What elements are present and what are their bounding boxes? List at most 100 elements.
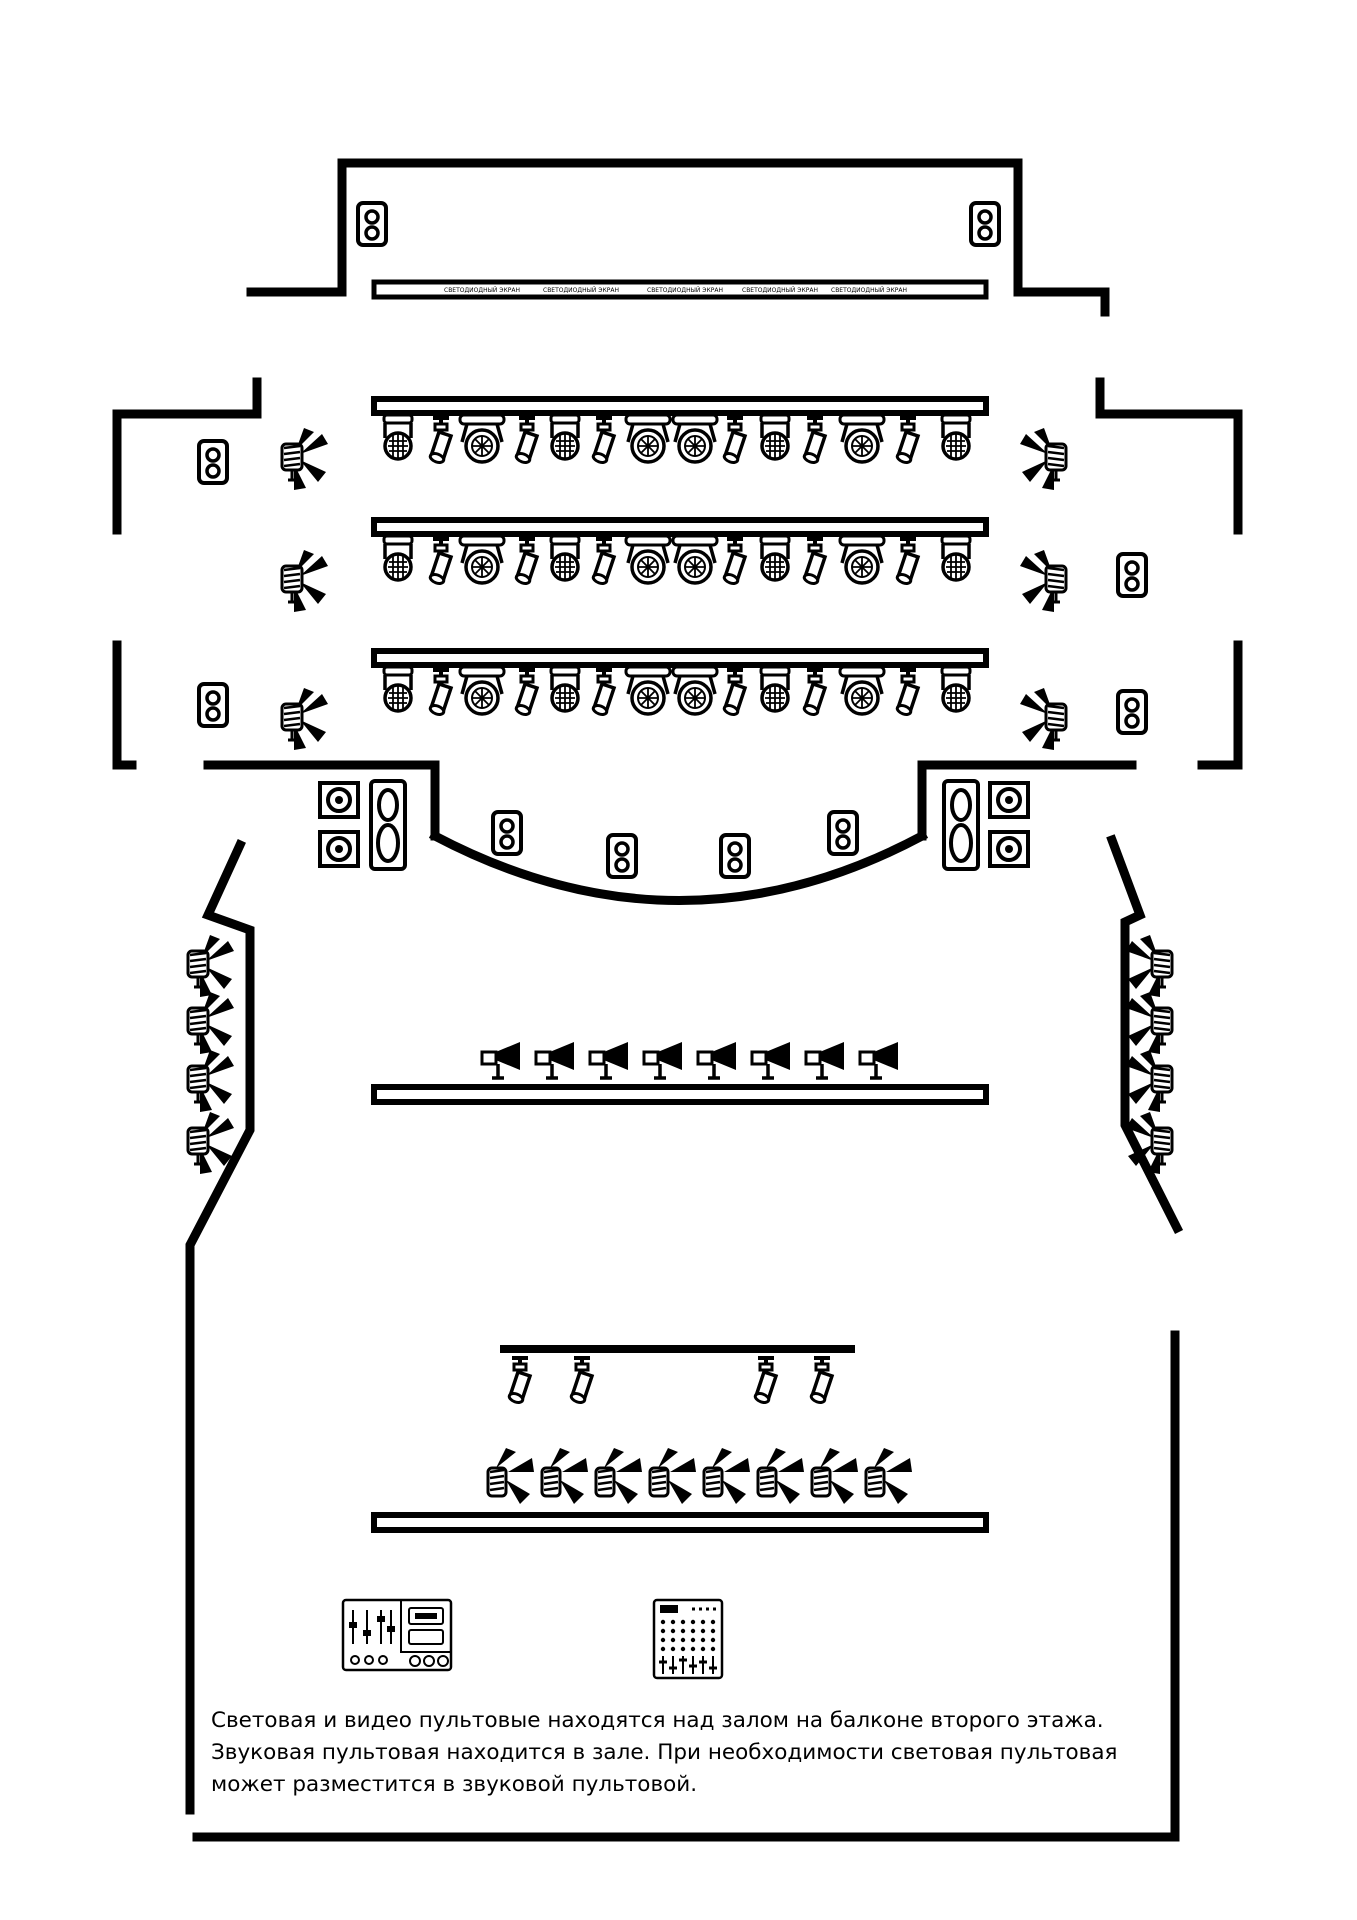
led-screen-label: СВЕТОДИОДНЫЙ ЭКРАН (444, 287, 520, 294)
note-line: Звуковая пультовая находится в зале. При… (211, 1740, 1118, 1765)
fresnel-light-icon (280, 548, 330, 614)
moving-head-icon (549, 534, 581, 582)
strobe-icon (534, 1040, 576, 1080)
profile-spot-icon (590, 537, 616, 588)
strobe-icon (642, 1040, 684, 1080)
profile-spot-icon (506, 1356, 532, 1407)
fresnel-light-icon (186, 933, 236, 999)
profile-spot-icon (427, 537, 453, 588)
column-speaker-icon (942, 779, 980, 871)
monitor-speaker-icon (988, 830, 1030, 868)
speaker-icon (719, 833, 751, 879)
profile-spot-icon (894, 668, 920, 719)
speaker-icon (1116, 689, 1148, 735)
strobe-icon (696, 1040, 738, 1080)
profile-spot-icon (513, 668, 539, 719)
lighting-pipe-2 (371, 517, 989, 537)
profile-spot-icon (513, 537, 539, 588)
hall-rear-right-wall (192, 1330, 1180, 1842)
note-line: может разместится в звуковой пультовой. (211, 1772, 698, 1797)
fresnel-light-icon (1018, 426, 1068, 492)
right-upper-wall (1095, 377, 1243, 535)
video-console-icon (341, 1598, 453, 1672)
strobe-icon (588, 1040, 630, 1080)
monitor-speaker-icon (318, 830, 360, 868)
moving-head-icon (759, 534, 791, 582)
led-par-icon (458, 534, 506, 585)
follow-spot-icon (594, 1446, 644, 1506)
hall-left-wall (185, 839, 255, 1815)
profile-spot-icon (721, 416, 747, 467)
fresnel-light-icon (1124, 1048, 1174, 1114)
pipe-bar (371, 1512, 989, 1533)
pipe-bar (371, 1084, 989, 1105)
led-screen-bar (371, 279, 989, 300)
speaker-icon (197, 439, 229, 485)
fresnel-light-icon (1018, 548, 1068, 614)
hall-profile-bar (500, 1345, 855, 1407)
profile-spot-icon (427, 668, 453, 719)
left-mid-wall (112, 640, 137, 770)
hall-right-wall (1106, 834, 1184, 1235)
strobe-icon (858, 1040, 900, 1080)
lighting-pipe-1 (371, 396, 989, 416)
lighting-pipe-3 (371, 648, 989, 668)
stage-back-wall (246, 158, 1110, 317)
moving-head-icon (549, 413, 581, 461)
fresnel-light-icon (186, 990, 236, 1056)
speaker-icon (197, 682, 229, 728)
strobe-icon (804, 1040, 846, 1080)
follow-spot-icon (648, 1446, 698, 1506)
right-mid-wall (1197, 640, 1243, 770)
led-par-icon (838, 534, 886, 585)
walls (112, 158, 1243, 1842)
led-par-icon (624, 534, 672, 585)
left-upper-wall (112, 377, 262, 535)
led-screen-label: СВЕТОДИОДНЫЙ ЭКРАН (543, 287, 619, 294)
pipe-fixtures (382, 413, 972, 719)
foh-fresnel-bar (371, 1446, 989, 1533)
follow-spot-icon (540, 1446, 590, 1506)
strobe-icon (480, 1040, 522, 1080)
led-par-icon (671, 534, 719, 585)
profile-spot-icon (801, 668, 827, 719)
profile-spot-icon (801, 416, 827, 467)
fresnel-light-icon (1124, 933, 1174, 999)
moving-head-icon (940, 665, 972, 713)
led-par-icon (624, 665, 672, 716)
profile-spot-icon (427, 416, 453, 467)
profile-spot-icon (801, 537, 827, 588)
proscenium-left-wall (203, 760, 440, 841)
led-par-icon (458, 665, 506, 716)
profile-spot-icon (894, 416, 920, 467)
forestage-edge (428, 829, 929, 905)
led-par-icon (458, 413, 506, 464)
pipe-bar (371, 396, 989, 416)
hall-strobe-bar (371, 1040, 989, 1105)
proscenium-right-wall (917, 760, 1137, 841)
profile-spot-icon (808, 1356, 834, 1407)
follow-spot-icon (486, 1446, 536, 1506)
speaker-icon (1116, 552, 1148, 598)
profile-spot-icon (590, 668, 616, 719)
follow-spot-icon (756, 1446, 806, 1506)
pipe-bar (500, 1345, 855, 1353)
moving-head-icon (382, 413, 414, 461)
profile-spot-icon (894, 537, 920, 588)
moving-head-icon (940, 413, 972, 461)
speaker-icon (356, 201, 388, 247)
profile-spot-icon (568, 1356, 594, 1407)
sound-mixer-icon (652, 1598, 724, 1680)
moving-head-icon (940, 534, 972, 582)
led-par-icon (671, 665, 719, 716)
profile-spot-icon (721, 668, 747, 719)
pipe-bar (371, 648, 989, 668)
profile-spot-icon (590, 416, 616, 467)
profile-spot-icon (513, 416, 539, 467)
speaker-icon (827, 810, 859, 856)
moving-head-icon (382, 534, 414, 582)
fresnel-light-icon (1124, 990, 1174, 1056)
follow-spot-icon (810, 1446, 860, 1506)
strobe-icon (750, 1040, 792, 1080)
